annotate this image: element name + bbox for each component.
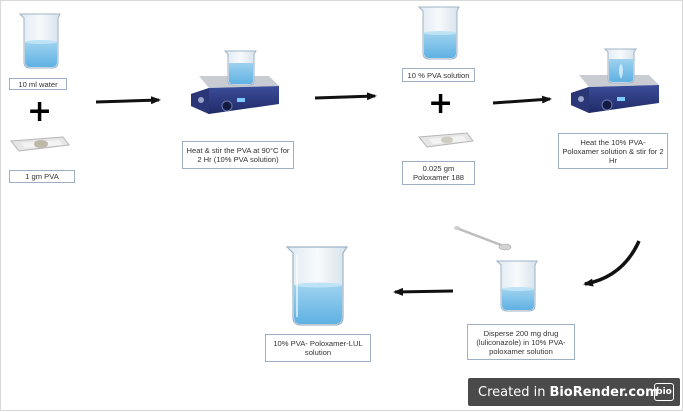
label-disperse: Disperse 200 mg drug (luliconazole) in 1… [467,324,575,360]
label-heat-stir: Heat & stir the PVA at 90°C for 2 Hr (10… [182,141,294,169]
arrow-icon [95,96,161,105]
watermark-prefix: Created in [478,384,546,400]
label-poloxamer: 0.025 gm Poloxamer 188 [402,161,475,185]
biorender-watermark: Created in BioRender.com bio [468,378,680,406]
arrow-icon [492,95,552,105]
weigh-boat-icon [418,132,474,148]
label-pva: 1 gm PVA [9,170,75,183]
spatula-icon [454,226,512,251]
label-final: 10% PVA- Poloxamer-LUL solution [265,334,371,362]
weigh-boat-icon [10,136,70,152]
beaker-icon [285,246,349,326]
arrow-icon [314,92,377,101]
label-water: 10 ml water [9,78,67,90]
beaker-icon [603,48,637,84]
label-heat-poloxamer: Heat the 10% PVA- Poloxamer solution & s… [558,133,668,169]
label-pva-solution: 10 % PVA solution [402,68,475,82]
arrow-icon [583,240,641,287]
beaker-icon [223,50,257,86]
beaker-icon [417,6,460,60]
beaker-icon [18,13,61,69]
watermark-brand: BioRender.com [549,384,659,400]
beaker-icon [495,260,538,312]
plus-sign: + [428,86,454,121]
plus-sign: + [27,94,53,129]
arrow-icon [393,287,454,296]
biorender-logo-icon: bio [654,383,674,401]
